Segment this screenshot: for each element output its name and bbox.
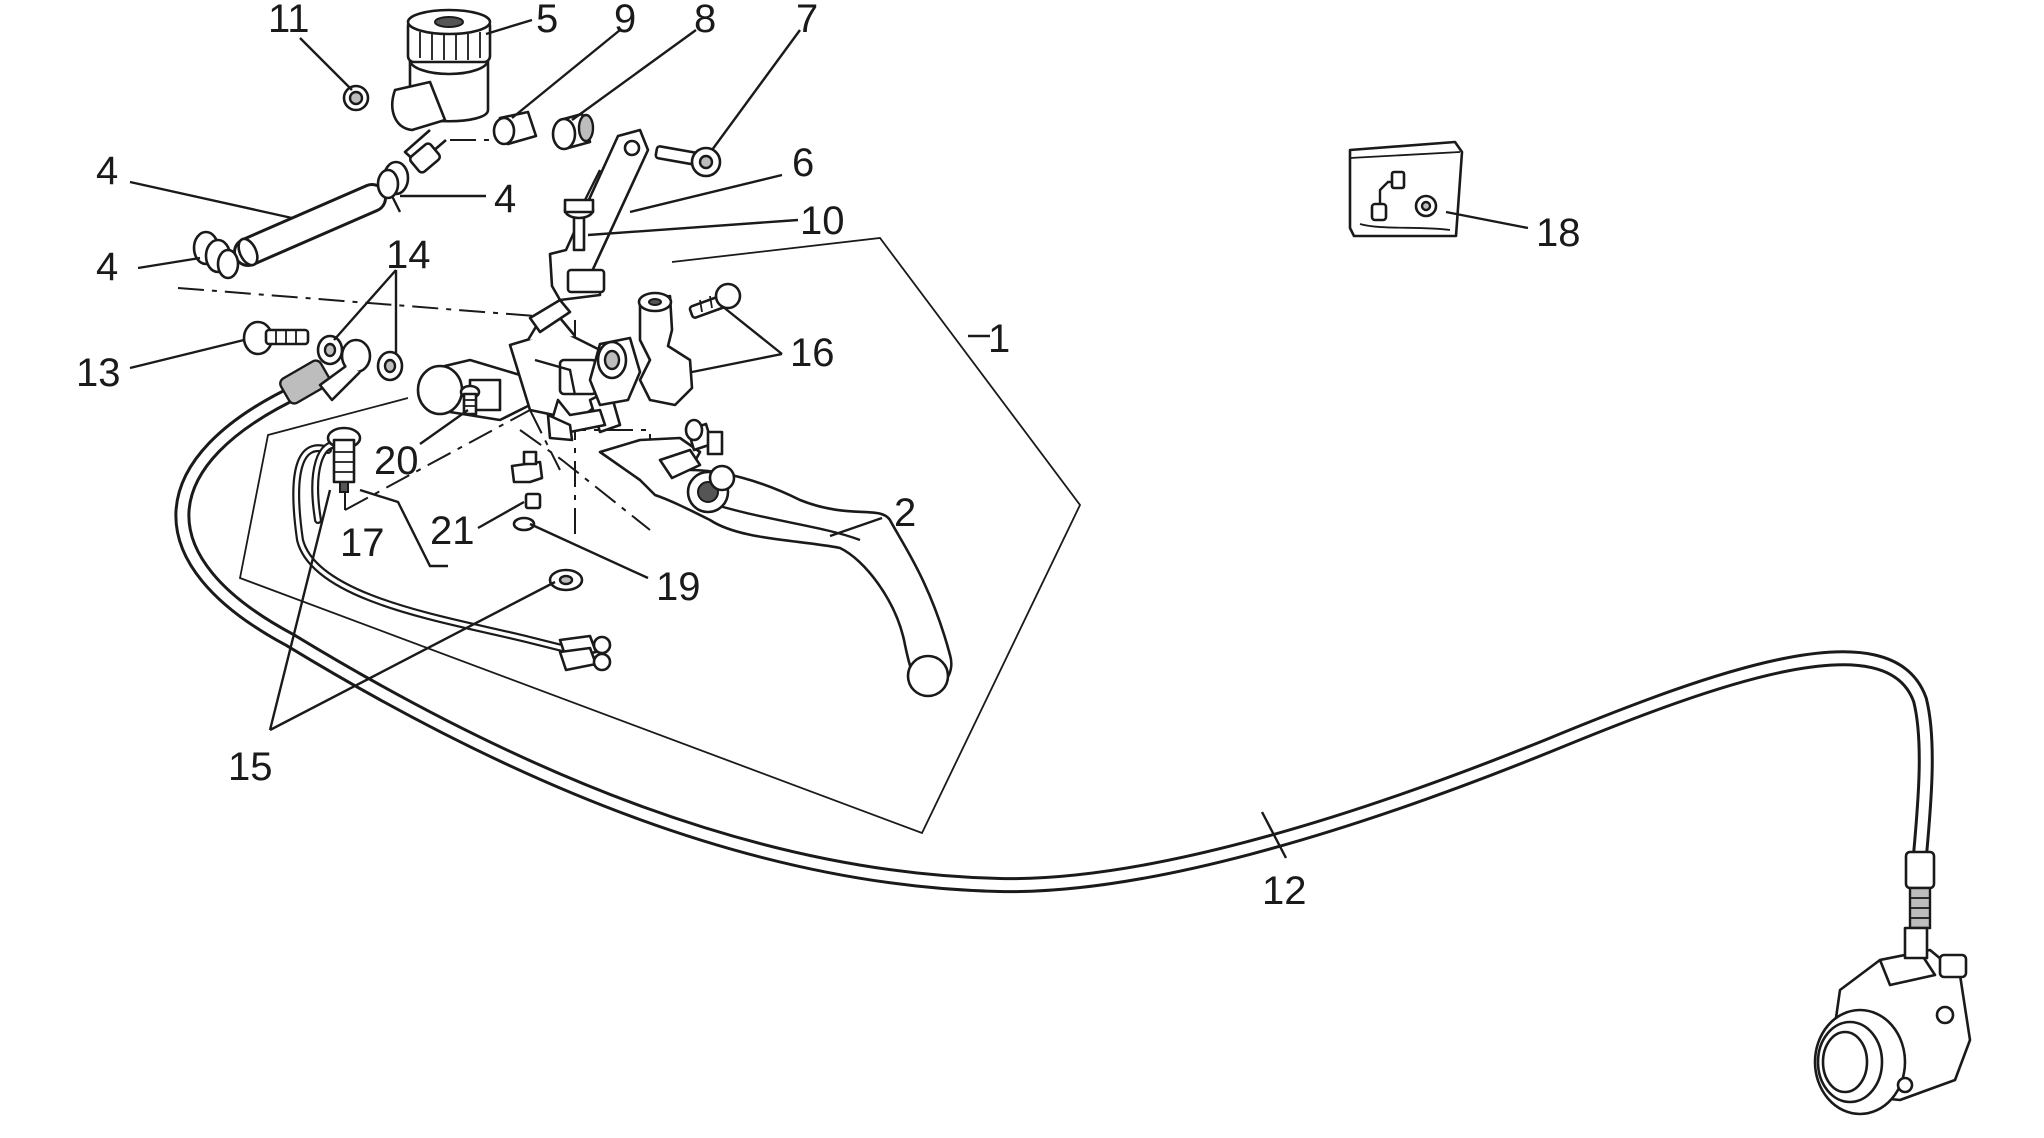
callout-8: 8 (694, 0, 716, 41)
clutch-slave-cylinder (1813, 926, 1972, 1116)
clamp-screw (688, 282, 742, 319)
callout-4-upper: 4 (494, 177, 516, 221)
hose-clamp-upper (376, 160, 410, 213)
sealing-washer-a (316, 334, 344, 366)
bracket-screw (563, 198, 595, 252)
callout-5: 5 (536, 0, 558, 41)
clutch-hose (174, 359, 1936, 930)
repair-kit-bag (1348, 140, 1464, 238)
callout-16: 16 (790, 331, 835, 375)
reservoir-screw (342, 84, 370, 112)
switch-plate (510, 450, 544, 484)
callout-4-lower: 4 (96, 245, 118, 289)
banjo-fitting (318, 338, 372, 402)
lock-nut (524, 492, 542, 510)
pivot-bracket (546, 398, 607, 442)
rubber-washer (548, 568, 584, 592)
callout-11: 11 (268, 0, 310, 41)
pivot-pin (459, 384, 481, 416)
callout-21: 21 (430, 509, 475, 553)
bracket-bolt (654, 145, 722, 178)
callout-3: 4 (96, 149, 118, 193)
callout-12: 12 (1262, 869, 1307, 913)
callout-labels: 11 5 9 8 7 6 10 4 4 4 14 13 16 1 2 20 17… (76, 0, 1581, 913)
small-washer (512, 516, 536, 532)
banjo-bolt (242, 320, 310, 356)
reservoir-bracket (548, 128, 650, 302)
callout-13: 13 (76, 351, 121, 395)
callout-15: 15 (228, 745, 273, 789)
leader-lines (129, 18, 1529, 859)
callout-1: 1 (988, 317, 1010, 361)
switch-pin (326, 426, 362, 493)
callout-20: 20 (374, 439, 419, 483)
callout-9: 9 (614, 0, 636, 41)
callout-6: 6 (792, 141, 814, 185)
handlebar-clamp (588, 291, 694, 407)
sealing-washer-b (376, 350, 404, 382)
callout-10: 10 (800, 199, 845, 243)
rubber-grommet (551, 112, 595, 151)
callout-18: 18 (1536, 211, 1581, 255)
callout-19: 19 (656, 565, 701, 609)
hose-fitting-top (279, 359, 331, 405)
assembly-outline (238, 237, 1082, 835)
callout-2: 2 (894, 491, 916, 535)
bushing (492, 110, 538, 146)
callout-17: 17 (340, 521, 385, 565)
hose-fitting-bottom (1904, 850, 1936, 890)
callout-14: 14 (386, 233, 431, 277)
clutch-lever (598, 418, 953, 698)
reservoir-hose (233, 183, 387, 267)
fluid-reservoir (391, 8, 492, 174)
hose-clamp-lower (192, 230, 240, 280)
callout-7: 7 (796, 0, 818, 41)
